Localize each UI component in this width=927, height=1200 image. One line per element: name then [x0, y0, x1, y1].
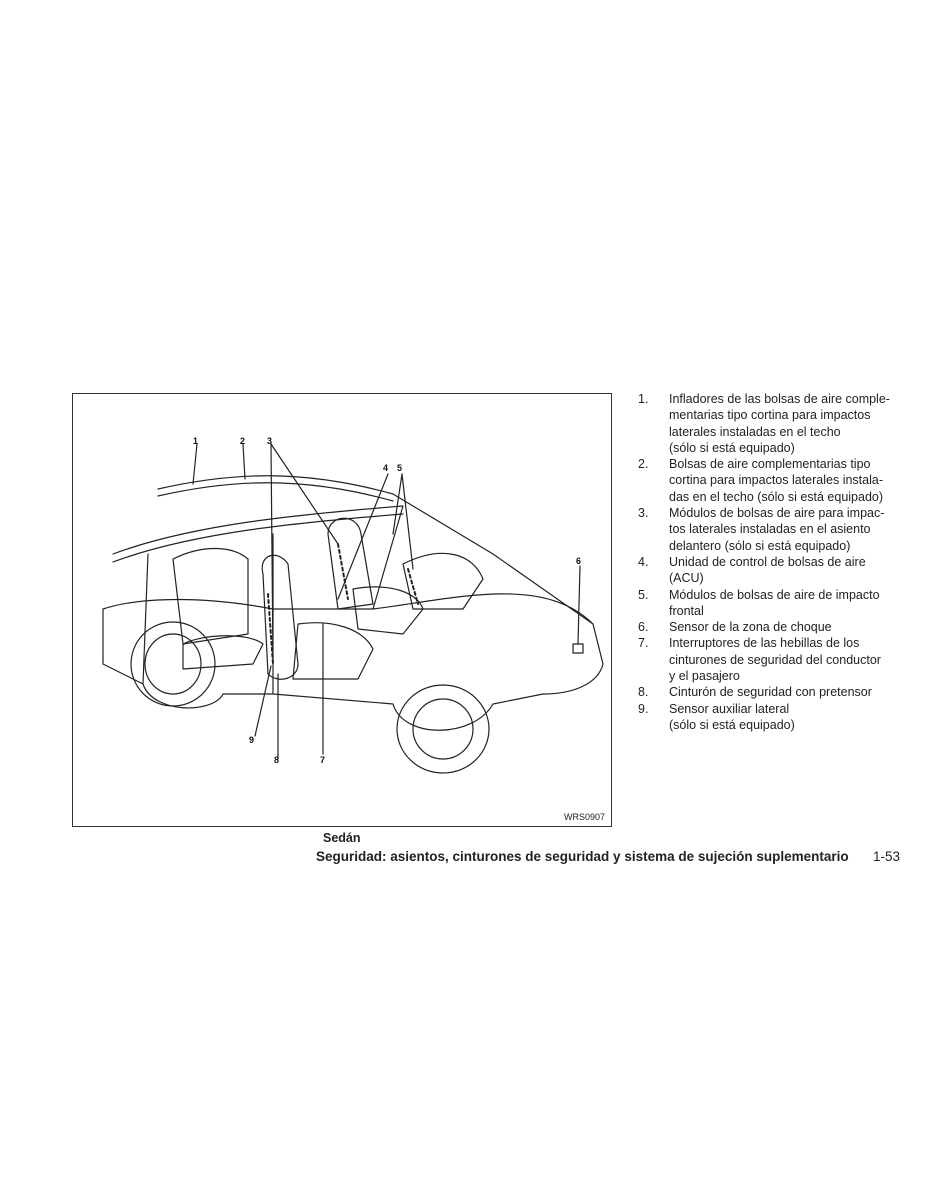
- callout-6: 6: [576, 556, 582, 566]
- legend-text: cortina para impactos laterales instala-: [669, 473, 883, 488]
- legend-item: 4. Unidad de control de bolsas de aire (AC…: [638, 554, 900, 587]
- callout-4: 4: [383, 463, 389, 473]
- legend-text: das en el techo (sólo si está equipado): [669, 489, 884, 504]
- legend-number: 5.: [638, 587, 649, 602]
- legend-text: tos laterales instaladas en el asiento: [669, 522, 871, 537]
- legend-number: 2.: [638, 457, 649, 472]
- legend-text: (sólo si está equipado): [669, 717, 795, 732]
- legend-text: y el pasajero: [669, 669, 740, 684]
- legend-text: Sensor auxiliar lateral: [669, 701, 790, 716]
- figure-code: WRS0907: [563, 812, 605, 822]
- legend-text: (sólo si está equipado): [669, 440, 795, 455]
- legend-text: Infladores de las bolsas de aire comple-: [669, 392, 890, 406]
- legend-number: 1.: [638, 392, 649, 406]
- legend-text: Unidad de control de bolsas de aire: [669, 554, 866, 569]
- callout-7: 7: [320, 755, 326, 765]
- callout-2: 2: [240, 436, 246, 446]
- page-footer: Seguridad: asientos, cinturones de segur…: [316, 849, 900, 864]
- legend-text: Módulos de bolsas de aire para impac-: [669, 506, 885, 521]
- legend-text: delantero (sólo si está equipado): [669, 538, 851, 553]
- legend-text: Sensor de la zona de choque: [669, 620, 832, 635]
- legend-number: 4.: [638, 554, 649, 569]
- callout-8: 8: [274, 755, 280, 765]
- legend-item: 3. Módulos de bolsas de aire para impac-t…: [638, 505, 900, 554]
- legend-text: laterales instaladas en el techo: [669, 424, 841, 439]
- legend-text: mentarias tipo cortina para impactos: [669, 408, 871, 423]
- legend-number: 9.: [638, 701, 649, 716]
- legend-number: 7.: [638, 636, 649, 651]
- legend-item: 9. Sensor auxiliar lateral(sólo si está e…: [638, 701, 900, 734]
- airbag-diagram-figure: 1 2 3 4 5 6 7 8 9 WRS0907: [72, 393, 612, 827]
- car-cutaway-illustration: [102, 443, 604, 774]
- figure-caption: Sedán: [323, 831, 361, 845]
- legend-item: 8. Cinturón de seguridad con pretensor: [638, 684, 900, 700]
- legend-text: (ACU): [669, 571, 704, 586]
- legend-text: cinturones de seguridad del conductor: [669, 652, 881, 667]
- legend-text: Módulos de bolsas de aire de impacto: [669, 587, 880, 602]
- legend-text: Interruptores de las hebillas de los: [669, 636, 860, 651]
- page-number: 1-53: [872, 849, 900, 864]
- callout-5: 5: [397, 463, 403, 473]
- callout-1: 1: [193, 436, 199, 446]
- legend-number: 6.: [638, 620, 649, 635]
- callout-9: 9: [249, 735, 255, 745]
- legend-list: 1. Infladores de las bolsas de aire compl…: [638, 391, 900, 733]
- legend-text: Bolsas de aire complementarias tipo: [669, 457, 871, 472]
- legend-number: 8.: [638, 685, 649, 700]
- legend-number: 3.: [638, 506, 649, 521]
- section-title: Seguridad: asientos, cinturones de segur…: [316, 849, 849, 864]
- legend-item: 6. Sensor de la zona de choque: [638, 619, 900, 635]
- legend-text: frontal: [669, 603, 704, 618]
- legend-text: Cinturón de seguridad con pretensor: [669, 685, 872, 700]
- legend-item: 1. Infladores de las bolsas de aire compl…: [638, 391, 900, 456]
- callout-3: 3: [267, 436, 273, 446]
